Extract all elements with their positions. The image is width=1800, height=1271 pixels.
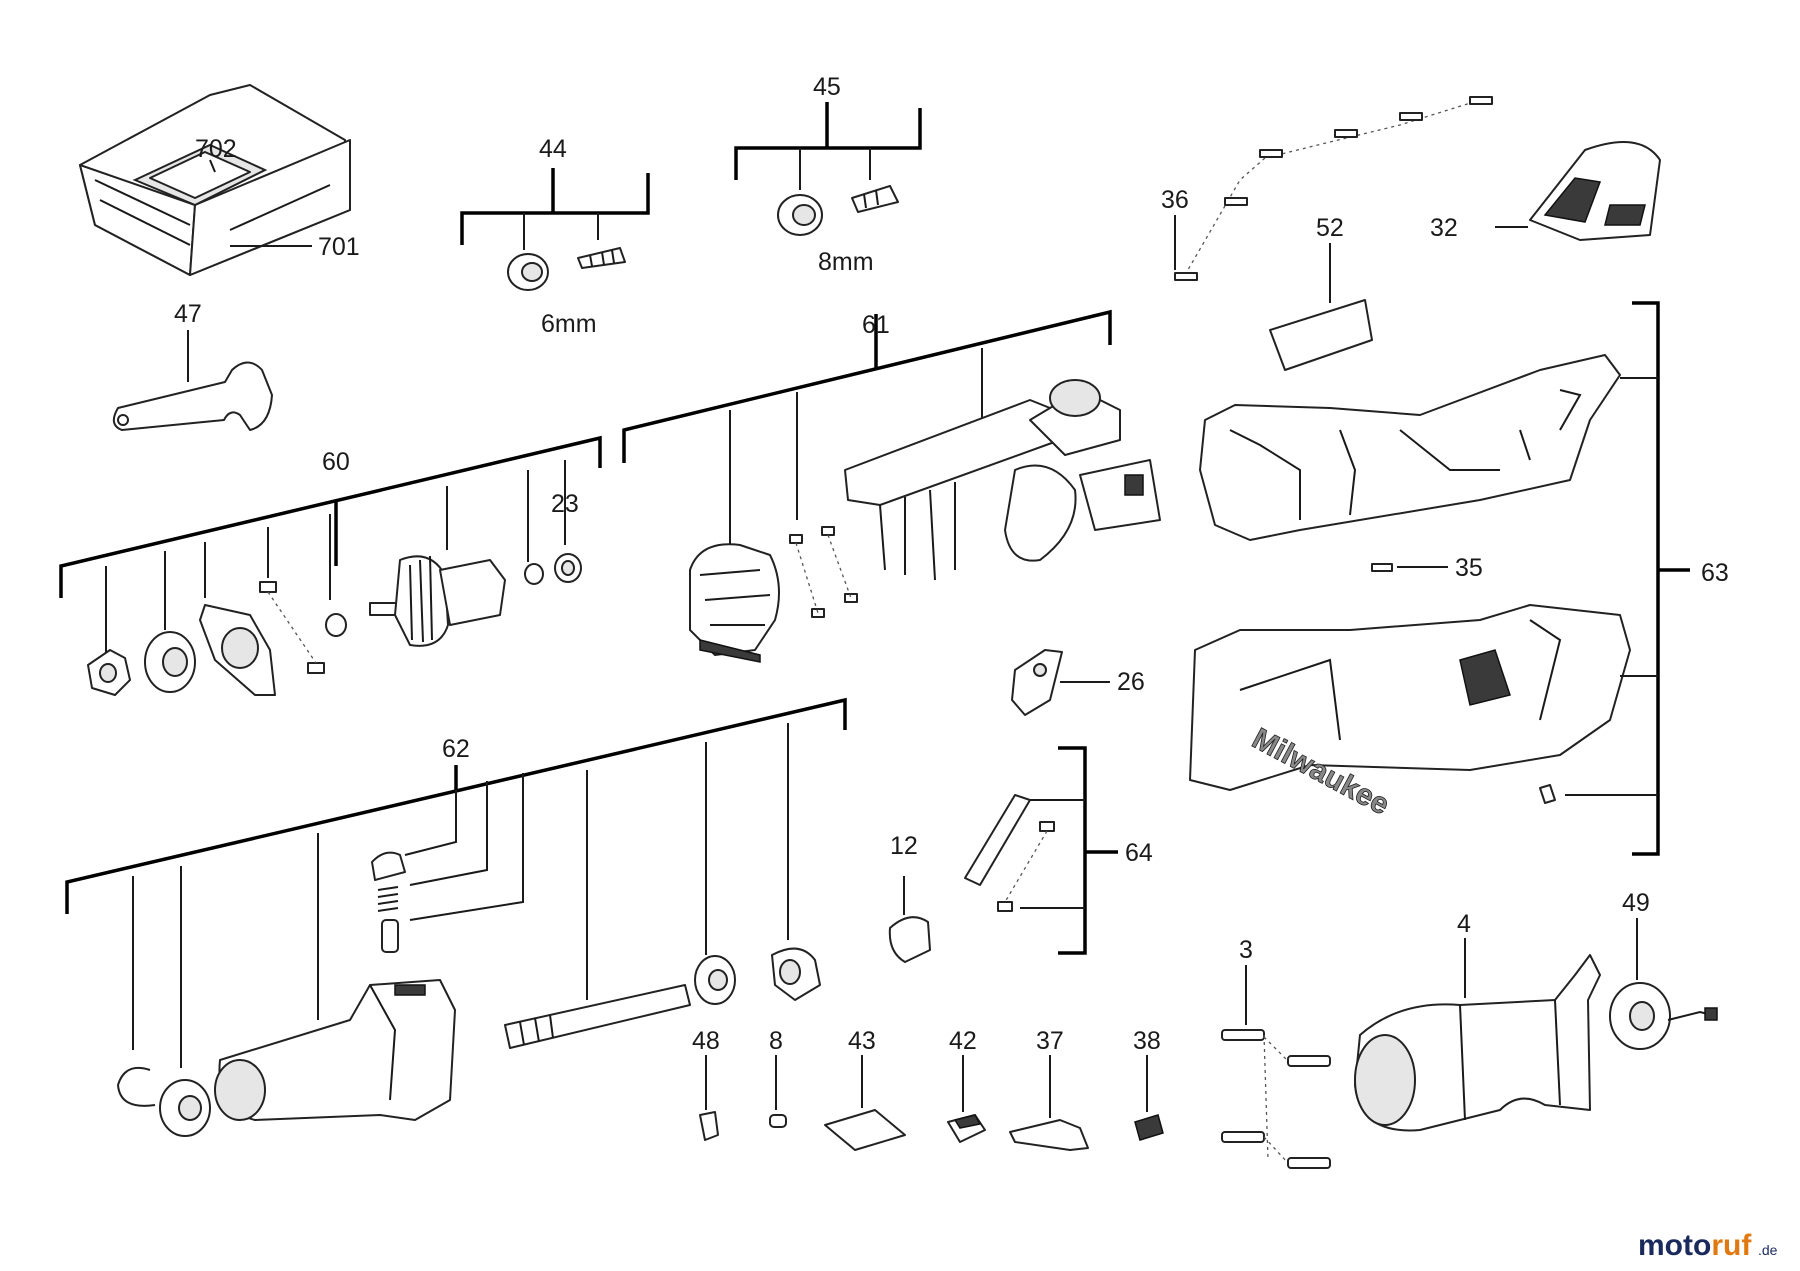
fan-60 bbox=[87, 649, 131, 696]
callout-44: 44 bbox=[539, 135, 567, 163]
part-37 bbox=[1009, 1119, 1089, 1151]
callout-23: 23 bbox=[551, 490, 579, 518]
callout-6mm: 6mm bbox=[541, 310, 597, 338]
svg-text:.de: .de bbox=[1758, 1242, 1778, 1258]
callout-48: 48 bbox=[692, 1027, 720, 1055]
housing-half-inner bbox=[1199, 354, 1621, 541]
callout-4: 4 bbox=[1457, 910, 1471, 938]
spring-62 bbox=[377, 886, 399, 912]
callout-8: 8 bbox=[769, 1027, 783, 1055]
part-42 bbox=[947, 1114, 986, 1143]
housing-half-outer: Milwaukee bbox=[1189, 604, 1631, 822]
callout-38: 38 bbox=[1133, 1027, 1161, 1055]
callout-37: 37 bbox=[1036, 1027, 1064, 1055]
electronics-module bbox=[844, 379, 1161, 581]
callout-3: 3 bbox=[1239, 936, 1253, 964]
callout-701: 701 bbox=[318, 233, 360, 261]
collet-nut-8mm bbox=[777, 194, 823, 236]
callout-12: 12 bbox=[890, 832, 918, 860]
rear-handle bbox=[1354, 954, 1601, 1132]
pcb-part-26 bbox=[1011, 649, 1063, 716]
spindle-lock-button bbox=[371, 851, 406, 881]
screws-3 bbox=[1221, 1029, 1331, 1169]
stator-screws bbox=[789, 526, 858, 618]
callout-60: 60 bbox=[322, 448, 350, 476]
svg-text:motoruf: motoruf bbox=[1638, 1229, 1752, 1262]
part-12 bbox=[888, 916, 931, 963]
callout-702: 702 bbox=[195, 135, 237, 163]
bearing-carrier bbox=[771, 947, 821, 1001]
collet-6mm bbox=[577, 247, 626, 269]
cover-plate bbox=[1529, 141, 1661, 241]
callout-61: 61 bbox=[862, 311, 890, 339]
callout-63: 63 bbox=[1701, 559, 1729, 587]
callout-52: 52 bbox=[1316, 214, 1344, 242]
callout-42: 42 bbox=[949, 1027, 977, 1055]
rotor bbox=[369, 555, 506, 647]
stator bbox=[689, 543, 780, 663]
part-8 bbox=[769, 1114, 787, 1128]
part-43 bbox=[824, 1109, 906, 1151]
callout-32: 32 bbox=[1430, 214, 1458, 242]
retaining-ring bbox=[117, 1066, 156, 1107]
gear-housing bbox=[214, 979, 456, 1121]
callout-62: 62 bbox=[442, 735, 470, 763]
callout-64: 64 bbox=[1125, 839, 1153, 867]
callout-35: 35 bbox=[1455, 554, 1483, 582]
screws-36 bbox=[1174, 96, 1493, 281]
collet-nut-6mm bbox=[507, 253, 549, 291]
wrench bbox=[112, 361, 273, 431]
callout-47: 47 bbox=[174, 300, 202, 328]
bearing-62b bbox=[694, 955, 736, 1005]
callout-45: 45 bbox=[813, 73, 841, 101]
spindle bbox=[504, 984, 691, 1049]
battery-connector bbox=[1609, 982, 1718, 1050]
bearing-60a bbox=[144, 631, 196, 693]
carry-case bbox=[79, 84, 351, 276]
bearing-62a bbox=[159, 1079, 211, 1137]
callout-43: 43 bbox=[848, 1027, 876, 1055]
spring-38 bbox=[1134, 1114, 1164, 1141]
switch-link bbox=[964, 794, 1031, 886]
collet-8mm bbox=[851, 185, 899, 213]
callout-26: 26 bbox=[1117, 668, 1145, 696]
pin-62 bbox=[381, 919, 399, 953]
callout-49: 49 bbox=[1622, 889, 1650, 917]
callout-8mm: 8mm bbox=[818, 248, 874, 276]
callout-36: 36 bbox=[1161, 186, 1189, 214]
part-48 bbox=[699, 1111, 719, 1141]
bearing-plate bbox=[199, 604, 276, 696]
watermark-logo: motoruf .de bbox=[1638, 1229, 1778, 1262]
